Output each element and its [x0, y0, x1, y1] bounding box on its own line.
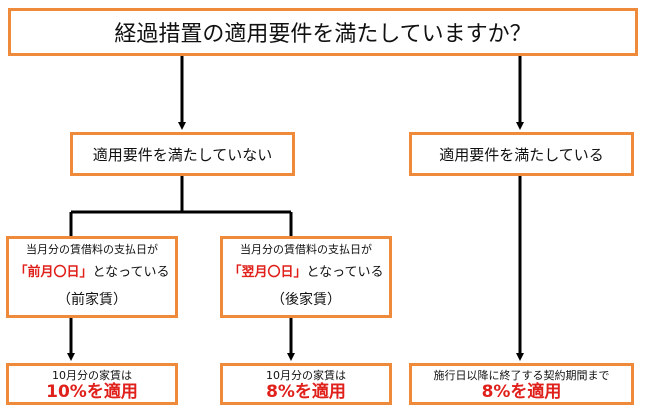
met-result-box: 施行日以降に終了する契約期間まで 8%を適用 [409, 363, 634, 405]
maekachin-quote-open: 「 [14, 265, 28, 280]
atoyachin-quote-open: 「 [228, 265, 242, 280]
maekachin-keyword: 前月〇日 [27, 265, 80, 280]
atoyachin-result-rate: 8%を適用 [266, 382, 346, 402]
atoyachin-result-line1: 10月分の家賃は [266, 369, 346, 382]
title-question-box: 経過措置の適用要件を満たしていますか？ [8, 8, 638, 56]
atoyachin-condition-line1: 当月分の賃借料の支払日が [240, 243, 372, 256]
atoyachin-suffix: となっている [306, 265, 384, 280]
atoyachin-type: （後家賃） [271, 292, 341, 308]
title-question: 経過措置の適用要件を満たしていますか？ [114, 22, 532, 47]
not-met-label: 適用要件を満たしていない [92, 145, 273, 164]
atoyachin-quote-close: 」 [293, 265, 307, 280]
maekachin-suffix: となっている [92, 265, 170, 280]
maekachin-result-box: 10月分の家賃は 10%を適用 [6, 363, 178, 405]
atoyachin-case-box: 当月分の賃借料の支払日が 「翌月〇日」となっている （後家賃） [220, 236, 392, 318]
maekachin-result-rate: 10%を適用 [46, 382, 138, 402]
met-label: 適用要件を満たしている [439, 145, 604, 164]
maekachin-type: （前家賃） [57, 292, 127, 308]
atoyachin-result-box: 10月分の家賃は 8%を適用 [220, 363, 392, 405]
met-result-line1: 施行日以降に終了する契約期間まで [433, 369, 610, 382]
maekachin-case-box: 当月分の賃借料の支払日が 「前月〇日」となっている （前家賃） [6, 236, 178, 318]
met-result-rate: 8%を適用 [481, 382, 562, 402]
maekachin-condition-line1: 当月分の賃借料の支払日が [26, 243, 158, 256]
maekachin-quote-close: 」 [79, 265, 93, 280]
not-met-box: 適用要件を満たしていない [70, 132, 295, 176]
atoyachin-condition-line2: 「翌月〇日」となっている [228, 261, 383, 280]
met-box: 適用要件を満たしている [409, 132, 634, 176]
maekachin-result-line1: 10月分の家賃は [52, 369, 132, 382]
maekachin-condition-line2: 「前月〇日」となっている [14, 261, 169, 280]
atoyachin-keyword: 翌月〇日 [241, 265, 294, 280]
